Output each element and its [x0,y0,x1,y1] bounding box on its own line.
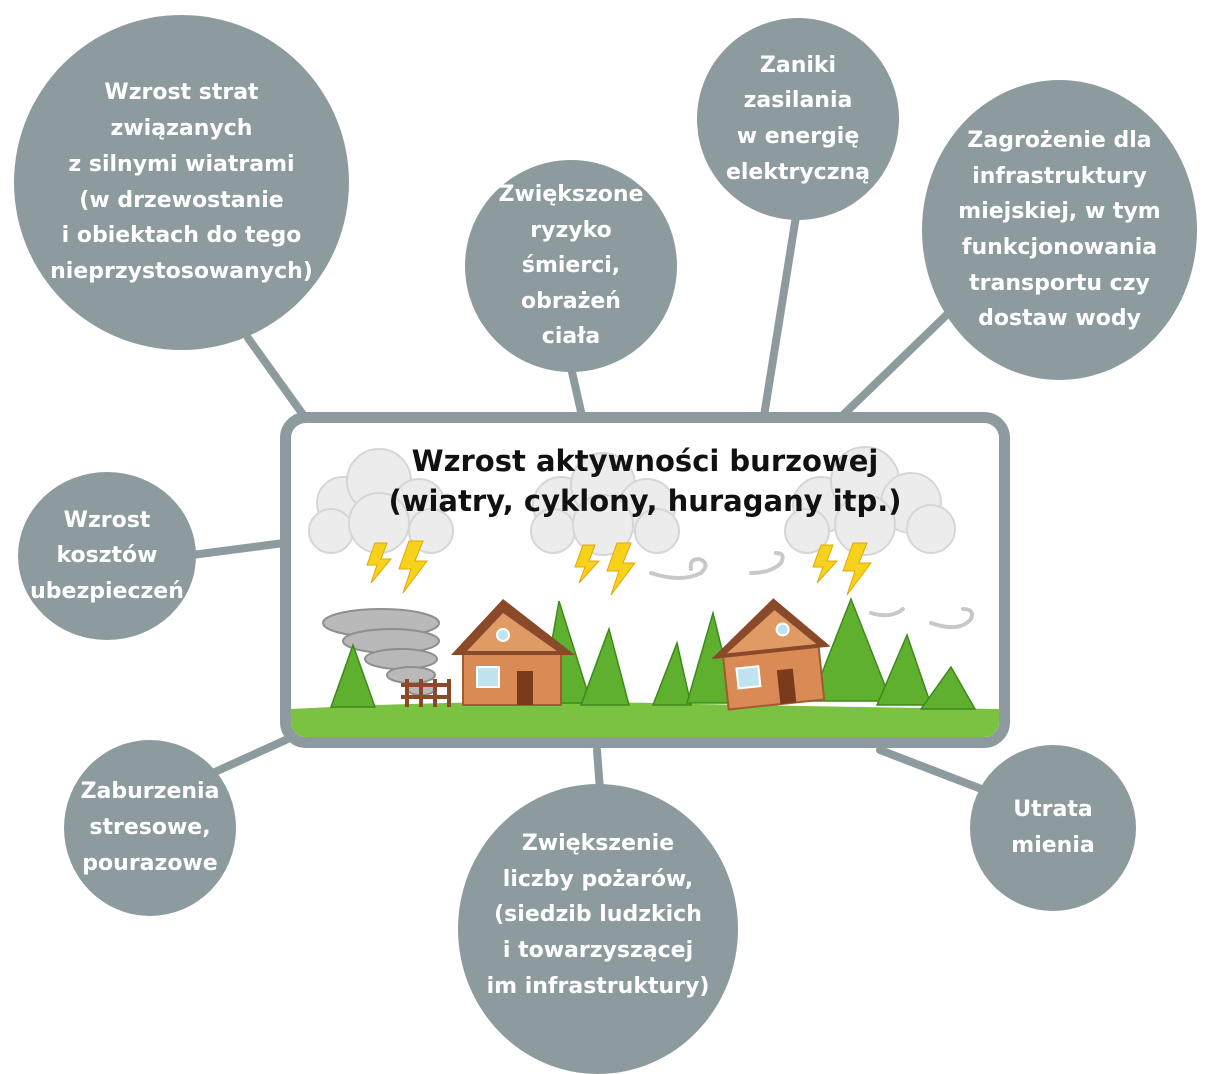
central-topic-title: Wzrost aktywności burzowej (wiatry, cykl… [388,444,902,519]
connector-stress [211,734,294,776]
tree [809,596,893,702]
connector-death-risk [568,368,586,420]
tree [875,632,933,706]
house-right [711,598,831,711]
effect-death-risk-label: Zwiększone ryzyko śmierci, obrażeń ciała [498,181,644,350]
connector-infrastructure [838,298,964,420]
effect-stress: Zaburzenia stresowe, pourazowe [64,740,236,916]
effect-death-risk: Zwiększone ryzyko śmierci, obrażeń ciała [465,160,677,372]
effect-stress-label: Zaburzenia stresowe, pourazowe [80,778,220,877]
tree [329,642,377,708]
effect-wind-losses: Wzrost strat związanych z silnymi wiatra… [14,15,349,350]
effect-insurance: Wzrost kosztów ubezpieczeń [18,472,196,640]
tree [919,665,977,710]
lightning-bolt [606,542,636,596]
storm-illustration [291,446,999,737]
effect-infrastructure-label: Zagrożenie dla infrastruktury miejskiej,… [958,128,1161,332]
connector-fires [593,746,604,794]
grass-ground [291,701,999,737]
lightning-bolt [398,540,428,594]
central-topic-box: Wzrost aktywności burzowej (wiatry, cykl… [280,412,1010,748]
effect-power-outages: Zaniki zasilania w energię elektryczną [697,18,899,220]
effect-property-loss: Utrata mienia [970,745,1136,911]
connector-power-outages [760,206,801,420]
effect-fires-label: Zwiększenie liczby pożarów, (siedzib lud… [486,831,710,999]
lightning-bolt [812,544,839,584]
tree [651,640,692,706]
connector-property-loss [876,746,988,794]
effect-fires: Zwiększenie liczby pożarów, (siedzib lud… [458,784,738,1074]
effect-wind-losses-label: Wzrost strat związanych z silnymi wiatra… [50,79,313,285]
connector-wind-losses [244,334,308,420]
cloud-right [784,446,956,556]
effect-insurance-label: Wzrost kosztów ubezpieczeń [30,507,184,604]
effect-infrastructure: Zagrożenie dla infrastruktury miejskiej,… [922,80,1197,380]
lightning-bolt [366,542,393,584]
connector-insurance [188,539,288,559]
lightning-bolt [842,542,872,596]
tornado [322,608,440,696]
tree [579,626,630,706]
lightning-bolt [574,544,601,584]
effect-property-loss-label: Utrata mienia [1011,797,1095,858]
cloud-middle [530,452,680,556]
house-left [451,599,575,706]
effect-power-outages-label: Zaniki zasilania w energię elektryczną [725,52,871,185]
